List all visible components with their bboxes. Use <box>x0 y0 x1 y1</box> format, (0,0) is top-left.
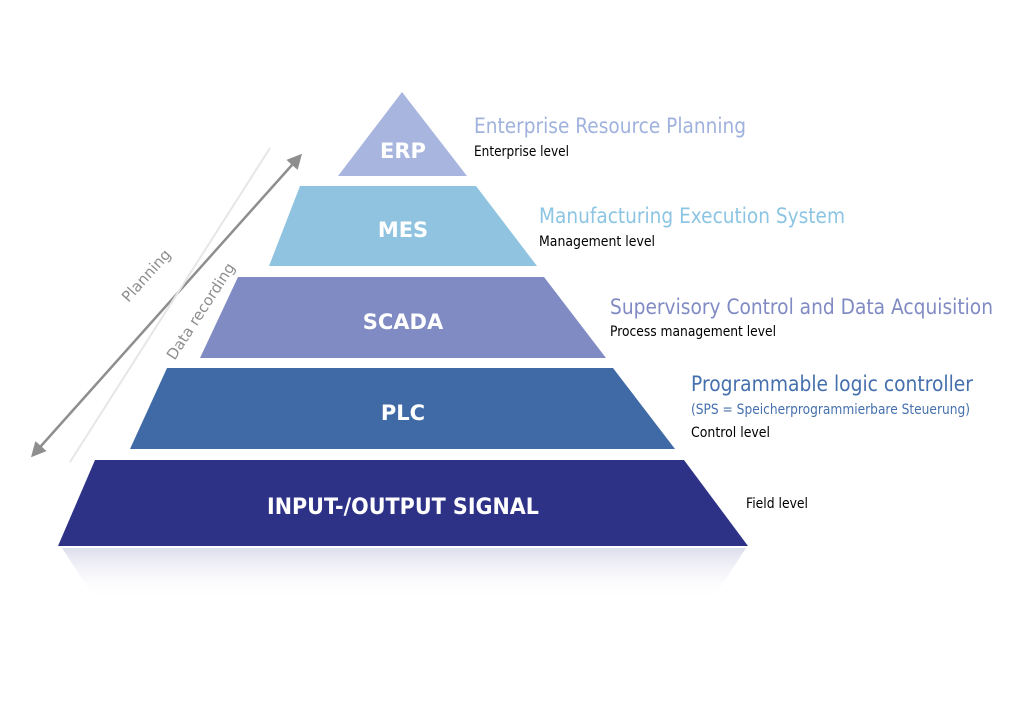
tier-plc-note: (SPS = Speicherprogrammierbare Steuerung… <box>691 402 970 418</box>
planning-label: Planning <box>118 246 175 306</box>
tier-io-subtitle: Field level <box>746 496 808 512</box>
tier-plc-label: PLC <box>381 401 425 425</box>
tier-io-label: INPUT-/OUTPUT SIGNAL <box>267 495 539 520</box>
tier-erp-title: Enterprise Resource Planning <box>474 114 746 138</box>
tier-mes-subtitle: Management level <box>539 234 655 250</box>
tier-mes-label: MES <box>378 218 428 242</box>
tier-plc-title: Programmable logic controller <box>691 372 973 396</box>
tier-scada-subtitle: Process management level <box>610 324 776 340</box>
tier-io-shape <box>58 460 748 546</box>
tier-scada-label: SCADA <box>363 310 444 334</box>
tier-erp-subtitle: Enterprise level <box>474 144 569 160</box>
base-reflection <box>62 548 746 600</box>
tier-erp-shape <box>338 92 467 176</box>
tier-scada-title: Supervisory Control and Data Acquisition <box>610 295 993 319</box>
tier-mes-title: Manufacturing Execution System <box>539 204 845 228</box>
data-recording-line <box>69 147 271 463</box>
tier-erp-label: ERP <box>380 139 426 163</box>
tier-mes-shape <box>269 186 537 266</box>
tier-plc-subtitle: Control level <box>691 425 770 441</box>
planning-arrow <box>31 153 302 458</box>
